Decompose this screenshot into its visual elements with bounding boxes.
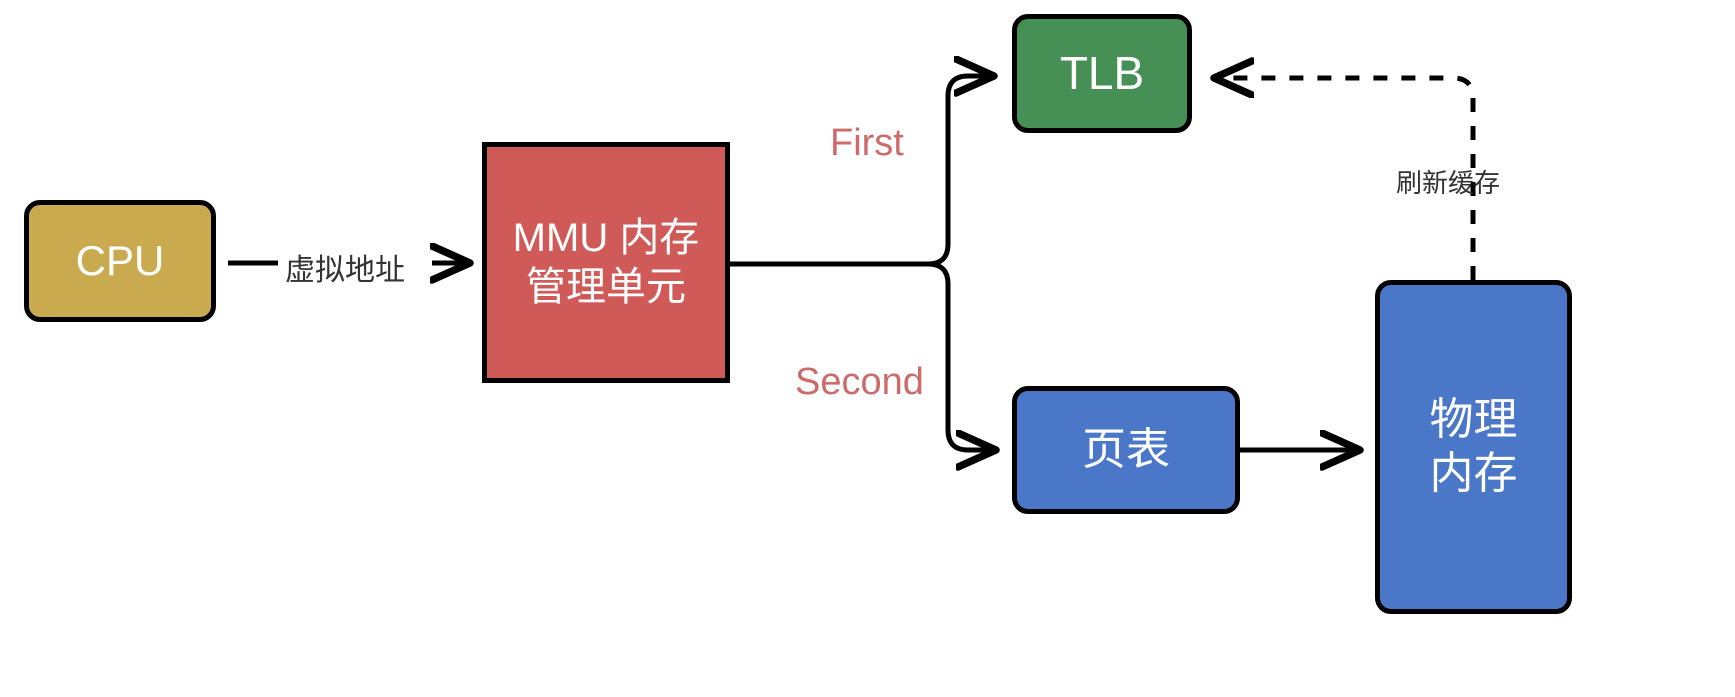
edge-label-second: Second [795, 361, 924, 403]
edge-label-first: First [830, 122, 904, 164]
node-mmu-label-line1: MMU 内存 [512, 215, 700, 260]
node-cpu[interactable]: CPU [24, 200, 216, 322]
edge-fork-upper [927, 76, 992, 267]
node-mmu-label-line2: 管理单元 [526, 264, 686, 309]
node-physical-memory-label-line2: 内存 [1429, 449, 1518, 498]
node-cpu-label: CPU [75, 237, 165, 285]
edge-fork-lower [927, 261, 994, 450]
node-tlb[interactable]: TLB [1012, 14, 1192, 133]
edge-physmem-to-tlb-dashed [1216, 78, 1476, 280]
edge-label-refresh-cache: 刷新缓存 [1396, 168, 1501, 198]
node-physical-memory-label-line1: 物理 [1429, 395, 1518, 445]
node-page-table-label: 页表 [1082, 425, 1170, 475]
node-page-table[interactable]: 页表 [1012, 386, 1240, 514]
node-physical-memory[interactable]: 物理 内存 [1375, 280, 1572, 614]
edge-label-virtual-address: 虚拟地址 [285, 254, 405, 287]
node-tlb-label: TLB [1059, 47, 1145, 100]
node-mmu[interactable]: MMU 内存 管理单元 [482, 142, 730, 383]
